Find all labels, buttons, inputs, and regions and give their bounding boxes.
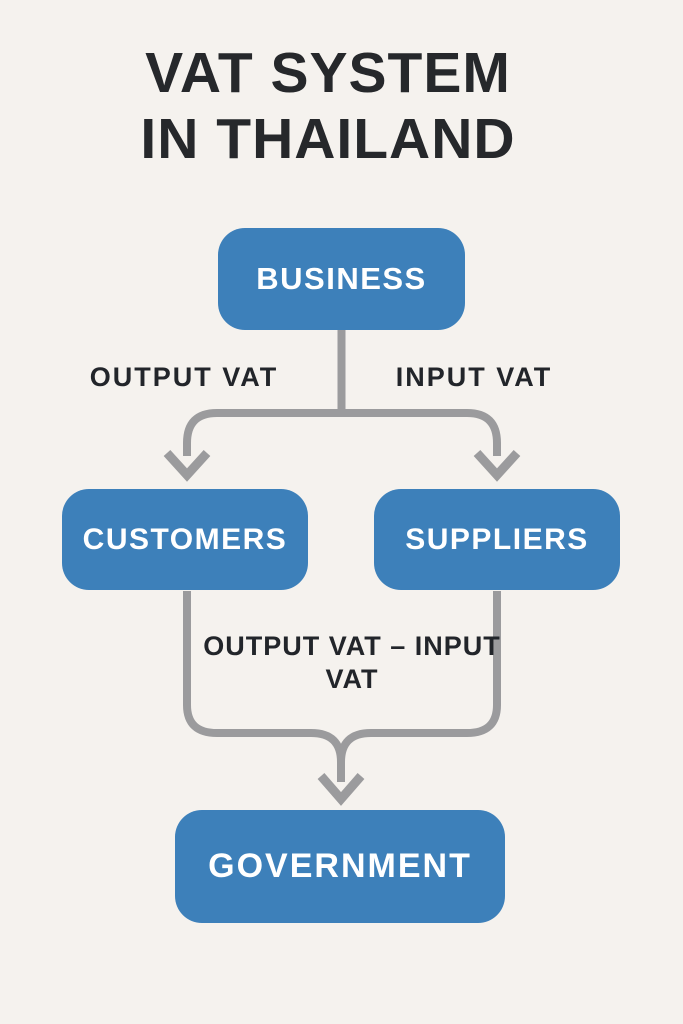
- arrow-down-government-icon: [317, 773, 365, 806]
- connector-split-bar: [183, 409, 501, 456]
- page-title-line2: IN THAILAND: [140, 107, 516, 171]
- page-title-line1: VAT SYSTEM: [145, 41, 511, 105]
- arrow-down-customers-icon: [163, 449, 211, 482]
- edge-label-net-vat-line2: VAT: [325, 664, 379, 694]
- node-customers: CUSTOMERS: [62, 489, 308, 590]
- edge-label-output-vat: OUTPUT VAT: [89, 362, 279, 392]
- node-government: GOVERNMENT: [175, 810, 505, 923]
- arrow-down-suppliers-icon: [473, 449, 521, 482]
- edge-label-input-vat: INPUT VAT: [395, 362, 553, 392]
- edge-label-net-vat: OUTPUT VAT – INPUT VAT: [192, 630, 512, 696]
- node-customers-label: CUSTOMERS: [82, 522, 288, 556]
- connector-merge-right: [337, 591, 501, 782]
- node-suppliers-label: SUPPLIERS: [405, 522, 589, 556]
- node-suppliers: SUPPLIERS: [374, 489, 620, 590]
- page-title: VAT SYSTEM IN THAILAND: [0, 40, 656, 172]
- edge-label-net-vat-line1: OUTPUT VAT – INPUT: [203, 631, 501, 661]
- node-business: BUSINESS: [218, 228, 465, 330]
- node-business-label: BUSINESS: [256, 261, 427, 296]
- node-government-label: GOVERNMENT: [208, 847, 472, 885]
